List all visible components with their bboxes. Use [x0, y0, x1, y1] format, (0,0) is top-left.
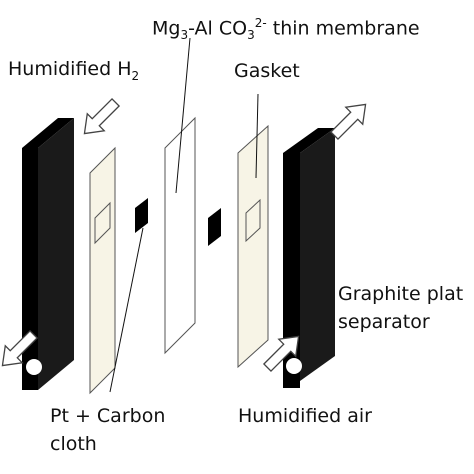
pt-carbon-label-line1: Pt + Carbon	[50, 405, 166, 427]
left-plate-port-hole	[26, 359, 42, 375]
membrane-sheet	[164, 116, 196, 355]
graphite-plate-label: Graphite plat separator	[338, 283, 463, 333]
gasket-leader-line	[255, 93, 259, 179]
pt-carbon-label-line2: cloth	[50, 433, 97, 455]
pt-carbon-label: Pt + Carbon cloth	[50, 405, 165, 455]
right-plate-port-hole	[286, 358, 302, 374]
humidified-h2-label: Humidified H2	[8, 58, 140, 83]
pt-carbon-leader-line	[109, 227, 144, 393]
right-gasket	[237, 124, 269, 369]
gasket-label: Gasket	[234, 60, 300, 82]
outlet-arrow-icon	[329, 103, 367, 141]
inlet-arrow-icon	[83, 97, 121, 135]
inlet-arrow-icon	[262, 335, 300, 373]
right-graphite-plate	[283, 128, 335, 388]
left-carbon-cloth	[135, 198, 148, 233]
membrane-leader-line	[175, 37, 191, 194]
outlet-arrow-icon	[1, 329, 39, 367]
membrane-label: Mg3-Al CO32- thin membrane	[152, 16, 420, 43]
graphite-plate-label-line1: Graphite plat	[338, 283, 464, 305]
right-carbon-cloth	[208, 208, 221, 246]
graphite-plate-label-line2: separator	[338, 311, 430, 333]
left-graphite-plate	[22, 118, 74, 390]
left-gasket	[89, 146, 116, 395]
humidified-air-label: Humidified air	[238, 405, 372, 427]
